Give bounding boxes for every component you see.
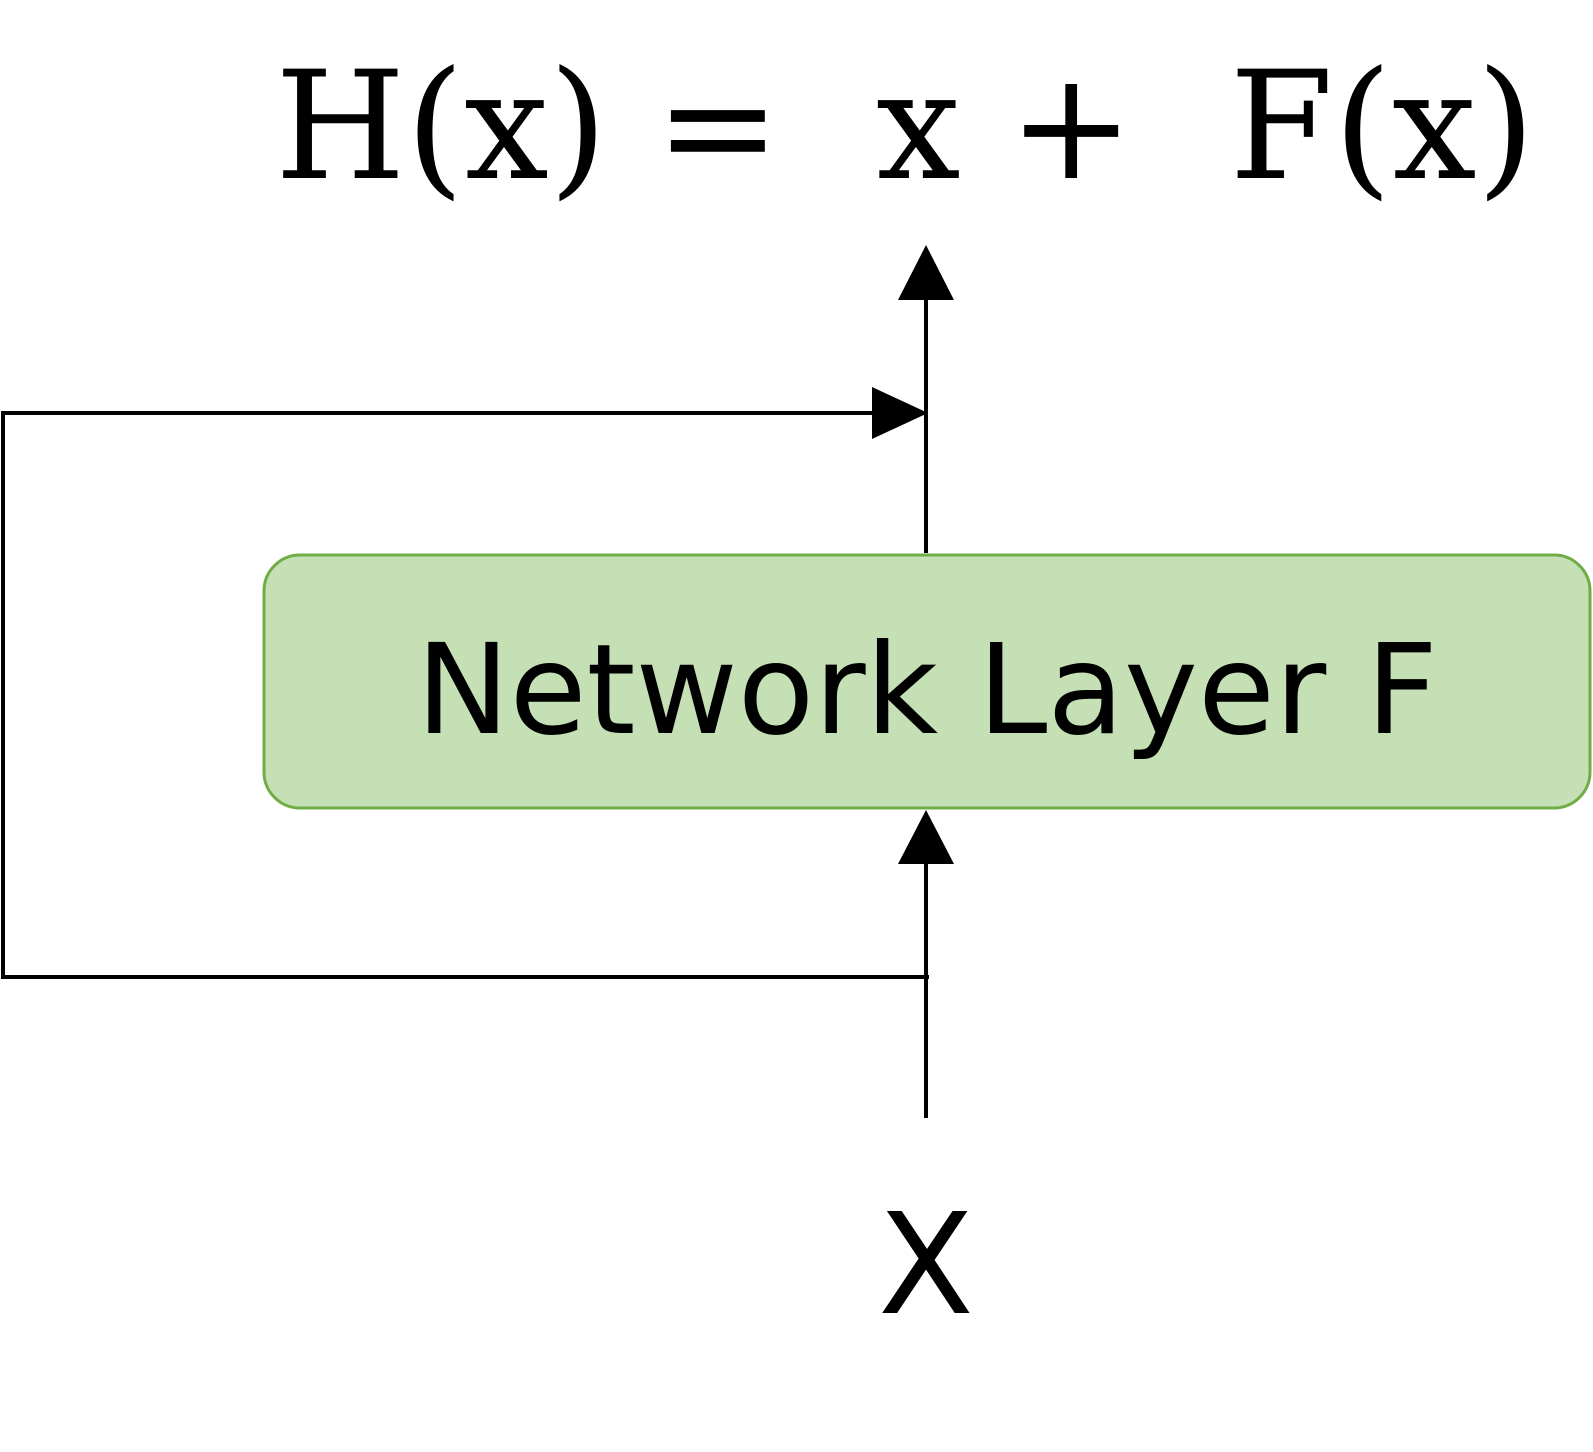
output-equation: H(x) = x + F(x) xyxy=(275,40,1535,214)
skip-connection-line xyxy=(1,411,929,979)
input-arrowhead-icon xyxy=(898,810,954,864)
output-arrowhead-icon xyxy=(898,245,954,300)
input-label: X xyxy=(878,1184,974,1347)
network-layer-label: Network Layer F xyxy=(416,618,1438,763)
network-layer-box xyxy=(262,553,1592,810)
skip-connection-arrowhead-icon xyxy=(872,387,928,439)
